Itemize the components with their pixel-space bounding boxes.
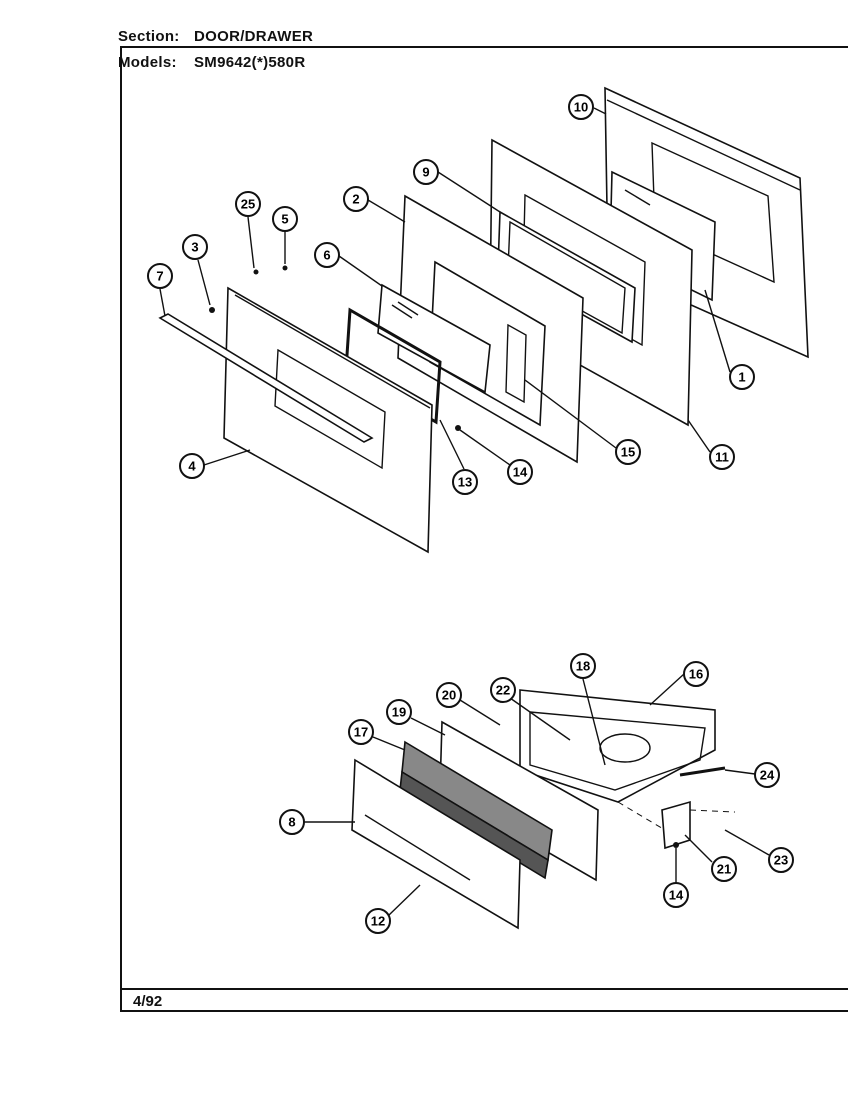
svg-text:6: 6	[323, 248, 330, 263]
callout-9: 9	[413, 159, 501, 213]
section-label: Section:	[118, 28, 180, 45]
assembly-line-a	[617, 801, 666, 831]
callout-13: 13	[439, 419, 478, 495]
screw-25	[253, 269, 259, 275]
svg-text:8: 8	[288, 815, 295, 830]
callout-11: 11	[687, 419, 735, 470]
svg-text:22: 22	[496, 683, 510, 698]
callout-21: 21	[684, 834, 737, 882]
svg-text:20: 20	[442, 688, 456, 703]
svg-text:19: 19	[392, 705, 406, 720]
svg-text:4: 4	[188, 459, 196, 474]
svg-text:25: 25	[241, 197, 255, 212]
screw-14a	[455, 425, 461, 431]
callout-24: 24	[724, 762, 780, 788]
callout-14b: 14	[663, 848, 689, 908]
svg-text:11: 11	[715, 450, 729, 465]
door-gasket	[344, 307, 442, 425]
svg-text:12: 12	[371, 914, 385, 929]
revision-date: 4/92	[133, 993, 163, 1010]
window-glass-front	[377, 283, 491, 394]
drawer-slide-bracket	[661, 800, 691, 850]
models-heading: Models: SM9642(*)580R	[118, 54, 305, 71]
svg-text:16: 16	[689, 667, 703, 682]
callout-18: 18	[570, 653, 606, 766]
svg-text:24: 24	[760, 768, 775, 783]
callout-15: 15	[524, 379, 641, 465]
callout-19: 19	[386, 699, 446, 736]
callout-1: 1	[704, 289, 755, 390]
models-value: SM9642(*)580R	[194, 54, 306, 71]
callout-25: 25	[235, 191, 261, 269]
drawer-insulation	[399, 740, 553, 880]
svg-text:3: 3	[191, 240, 198, 255]
callout-23: 23	[724, 829, 794, 873]
svg-text:15: 15	[621, 445, 635, 460]
screw-3	[209, 307, 215, 313]
callout-8: 8	[279, 809, 355, 835]
svg-text:18: 18	[576, 659, 590, 674]
assembly-line-b	[689, 809, 736, 813]
callout-5: 5	[272, 206, 298, 264]
svg-text:13: 13	[458, 475, 472, 490]
svg-text:2: 2	[352, 192, 359, 207]
callout-4: 4	[179, 449, 251, 479]
svg-text:17: 17	[354, 725, 368, 740]
svg-text:14: 14	[669, 888, 684, 903]
diagram-frame	[120, 46, 848, 1012]
svg-text:1: 1	[738, 370, 745, 385]
callout-10: 10	[568, 94, 607, 120]
models-label: Models:	[118, 54, 177, 71]
section-heading: Section: DOOR/DRAWER	[118, 28, 313, 45]
slide-rail	[679, 766, 726, 777]
callout-16: 16	[649, 661, 709, 706]
callout-14a: 14	[459, 429, 533, 485]
callout-17: 17	[348, 719, 406, 751]
callout-6: 6	[314, 242, 383, 287]
svg-text:9: 9	[422, 165, 429, 180]
svg-text:10: 10	[574, 100, 588, 115]
callout-7: 7	[147, 263, 173, 317]
svg-text:23: 23	[774, 853, 788, 868]
callout-22: 22	[490, 677, 571, 741]
callout-12: 12	[365, 884, 421, 934]
callout-20: 20	[436, 682, 501, 726]
svg-text:14: 14	[513, 465, 528, 480]
drawer-front-panel	[351, 758, 521, 930]
drawer-body	[519, 689, 716, 803]
svg-text:7: 7	[156, 269, 163, 284]
svg-text:5: 5	[281, 212, 288, 227]
callout-2: 2	[343, 186, 406, 223]
footer-divider	[120, 988, 848, 990]
screw-5	[282, 265, 288, 271]
callout-3: 3	[182, 234, 211, 306]
svg-text:21: 21	[717, 862, 731, 877]
section-value: DOOR/DRAWER	[194, 28, 314, 45]
